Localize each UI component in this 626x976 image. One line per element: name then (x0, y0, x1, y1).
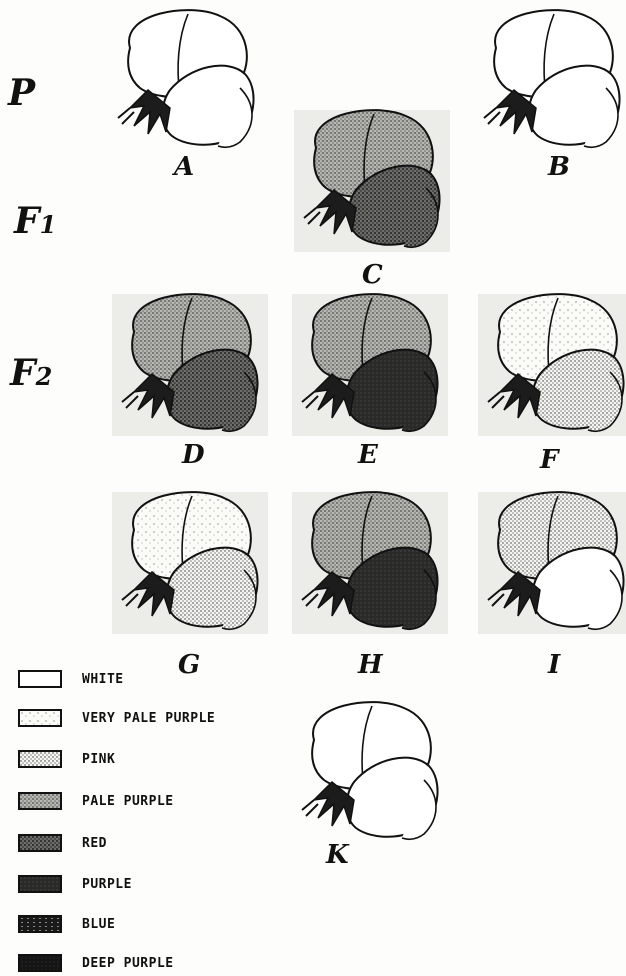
flower-i (470, 490, 626, 635)
flower-label-i: I (548, 650, 560, 680)
legend-swatch-deep-purple (18, 954, 62, 972)
flower-label-a: A (174, 152, 194, 182)
legend-swatch-purple (18, 875, 62, 893)
flower-f (470, 292, 626, 437)
flower-label-g: G (178, 650, 200, 680)
flower-label-k: K (326, 840, 349, 870)
legend-label: VERY PALE PURPLE (82, 711, 215, 726)
legend-label: PINK (82, 752, 115, 767)
flower-label-h: H (358, 650, 383, 680)
legend-swatch-blue (18, 915, 62, 933)
flower-g (104, 490, 274, 635)
flower-label-f: F (540, 445, 558, 475)
flower-e (284, 292, 454, 437)
legend-row: PURPLE (18, 873, 132, 895)
flower-h (284, 490, 454, 635)
legend-row: PINK (18, 748, 115, 770)
legend-label: PALE PURPLE (82, 794, 174, 809)
flower-label-c: C (362, 260, 383, 290)
generation-label-f2: F2 (10, 352, 52, 394)
legend-row: WHITE (18, 668, 124, 690)
flower-b (466, 8, 626, 153)
legend-label: WHITE (82, 672, 124, 687)
legend-row: DEEP PURPLE (18, 952, 174, 974)
legend-row: VERY PALE PURPLE (18, 707, 215, 729)
flower-label-d: D (182, 440, 205, 470)
legend-label: DEEP PURPLE (82, 956, 174, 971)
legend-label: PURPLE (82, 877, 132, 892)
flower-k (284, 700, 454, 845)
generation-label-f1: F1 (14, 200, 56, 242)
legend-row: PALE PURPLE (18, 790, 174, 812)
flower-label-e: E (358, 440, 378, 470)
legend-swatch-white (18, 670, 62, 688)
legend-row: RED (18, 832, 107, 854)
legend-swatch-red (18, 834, 62, 852)
legend-swatch-pale-purple (18, 792, 62, 810)
legend-swatch-pink (18, 750, 62, 768)
flower-label-b: B (548, 152, 570, 182)
legend-label: RED (82, 836, 107, 851)
generation-label-p: P (8, 72, 35, 114)
flower-d (104, 292, 274, 437)
flower-a (100, 8, 270, 153)
legend-label: BLUE (82, 917, 115, 932)
flower-c (286, 108, 456, 253)
legend-row: BLUE (18, 913, 115, 935)
legend-swatch-very-pale-purple (18, 709, 62, 727)
